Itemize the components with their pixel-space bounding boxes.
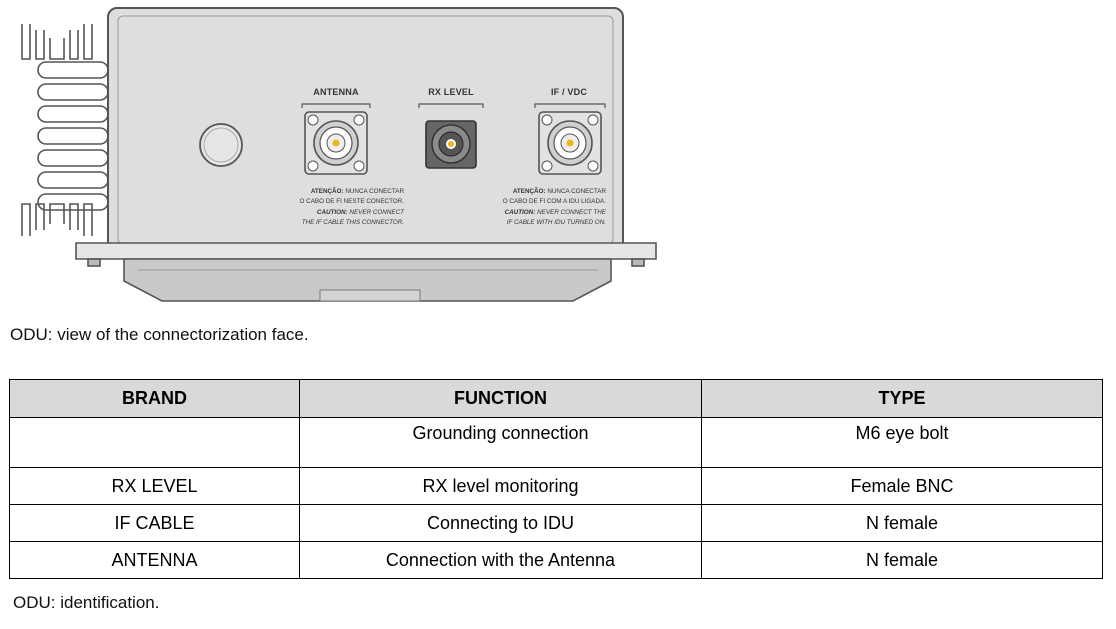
cell-type: N female xyxy=(701,541,1103,579)
label-antenna: ANTENNA xyxy=(313,87,359,97)
identification-table: BRAND FUNCTION TYPE Grounding connection… xyxy=(9,379,1103,579)
table-header-row: BRAND FUNCTION TYPE xyxy=(9,379,1103,418)
cell-brand: ANTENNA xyxy=(9,541,300,579)
cell-type: N female xyxy=(701,504,1103,542)
table-row: IF CABLE Connecting to IDU N female xyxy=(9,504,1103,542)
grounding-bolt-icon xyxy=(199,123,243,167)
label-if-vdc: IF / VDC xyxy=(551,87,587,97)
svg-text:CAUTION: NEVER CONNECT: CAUTION: NEVER CONNECT xyxy=(317,209,405,216)
if-vdc-n-connector-icon xyxy=(538,111,602,175)
cell-brand xyxy=(9,417,300,468)
svg-text:ATENÇÃO: NUNCA CONECTAR: ATENÇÃO: NUNCA CONECTAR xyxy=(513,186,607,195)
label-brackets xyxy=(301,103,606,108)
table-row: ANTENNA Connection with the Antenna N fe… xyxy=(9,541,1103,579)
header-function: FUNCTION xyxy=(299,379,702,418)
cell-brand: IF CABLE xyxy=(9,504,300,542)
cell-function: RX level monitoring xyxy=(299,467,702,505)
odu-connector-face-drawing: ANTENNA RX LEVEL IF / VDC xyxy=(21,7,657,302)
warning-text-left: ATENÇÃO: NUNCA CONECTAR O CABO DE FI NES… xyxy=(300,186,406,226)
label-rx-level: RX LEVEL xyxy=(428,87,474,97)
antenna-n-connector-icon xyxy=(304,111,368,175)
svg-text:IF CABLE WITH IDU TURNED ON.: IF CABLE WITH IDU TURNED ON. xyxy=(507,219,606,226)
cell-type: Female BNC xyxy=(701,467,1103,505)
cell-function: Grounding connection xyxy=(299,417,702,468)
svg-text:ATENÇÃO: NUNCA CONECTAR: ATENÇÃO: NUNCA CONECTAR xyxy=(311,186,405,195)
heat-sink xyxy=(21,24,109,236)
cell-brand: RX LEVEL xyxy=(9,467,300,505)
rx-level-bnc-connector-icon xyxy=(425,120,477,169)
cell-function: Connection with the Antenna xyxy=(299,541,702,579)
header-brand: BRAND xyxy=(9,379,300,418)
figure-caption: ODU: view of the connectorization face. xyxy=(10,325,309,344)
cell-type: M6 eye bolt xyxy=(701,417,1103,468)
svg-text:THE IF CABLE THIS CONNECTOR.: THE IF CABLE THIS CONNECTOR. xyxy=(302,219,404,226)
svg-text:O CABO DE FI COM A IDU LIGADA.: O CABO DE FI COM A IDU LIGADA. xyxy=(503,198,606,205)
mounting-base xyxy=(75,242,657,302)
svg-text:O CABO DE FI NESTE CONECTOR.: O CABO DE FI NESTE CONECTOR. xyxy=(300,198,405,205)
table-caption: ODU: identification. xyxy=(13,593,160,612)
svg-text:CAUTION: NEVER CONNECT THE: CAUTION: NEVER CONNECT THE xyxy=(505,209,607,216)
table-row: Grounding connection M6 eye bolt xyxy=(9,417,1103,468)
warning-text-right: ATENÇÃO: NUNCA CONECTAR O CABO DE FI COM… xyxy=(503,186,607,226)
header-type: TYPE xyxy=(701,379,1103,418)
cell-function: Connecting to IDU xyxy=(299,504,702,542)
table-row: RX LEVEL RX level monitoring Female BNC xyxy=(9,467,1103,505)
